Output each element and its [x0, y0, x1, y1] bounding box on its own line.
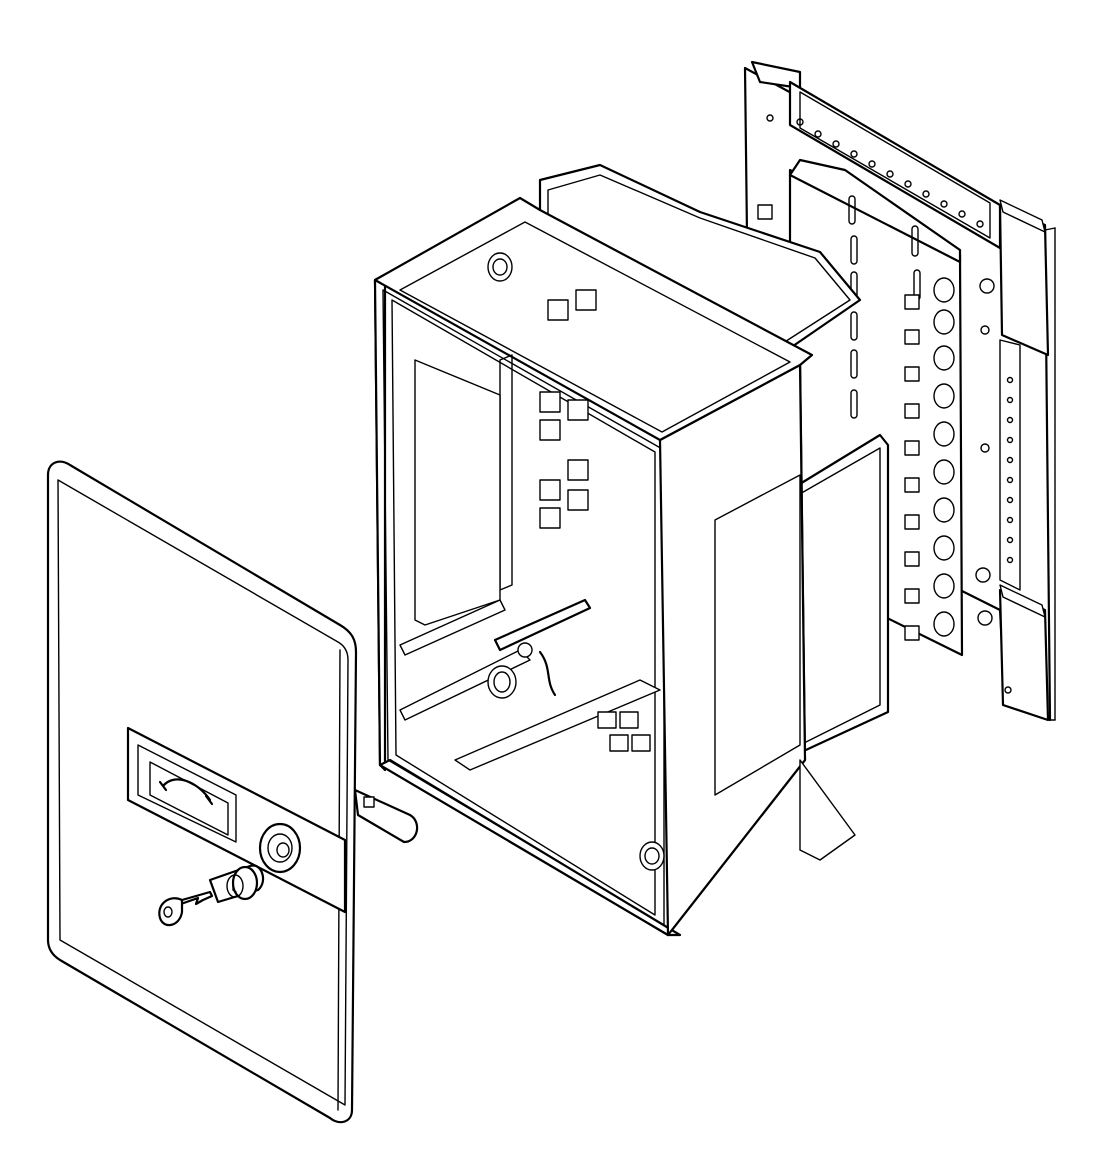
backplate-clips: [999, 199, 1046, 618]
key-icon: [158, 890, 214, 927]
enclosure: [373, 163, 862, 937]
lock-cylinder: [208, 864, 265, 904]
interior-modules: [539, 289, 651, 752]
standoffs: [487, 252, 665, 871]
lock-icon: [258, 822, 302, 874]
backplate-holes: [766, 114, 1014, 694]
lock-cam: [353, 788, 419, 844]
handset-icon: [158, 778, 214, 806]
door: [46, 460, 358, 1124]
